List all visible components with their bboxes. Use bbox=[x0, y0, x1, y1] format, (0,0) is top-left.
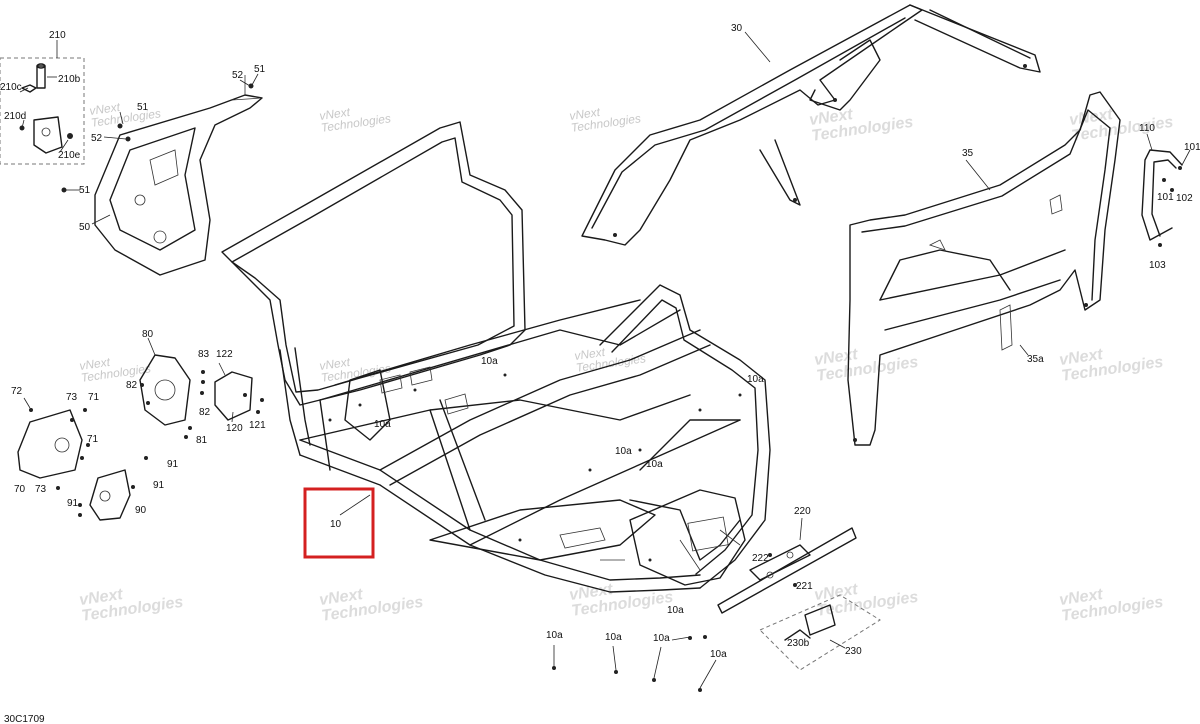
roof-part-30 bbox=[581, 4, 1041, 246]
callout-10a: 10a bbox=[747, 374, 764, 385]
callout-73: 73 bbox=[35, 484, 47, 495]
callout-210e: 210e bbox=[58, 150, 81, 161]
callout-51: 51 bbox=[254, 64, 266, 75]
callout-10a: 10a bbox=[546, 630, 563, 641]
callout-30: 30 bbox=[731, 23, 743, 34]
watermark-line1: vNext bbox=[88, 100, 121, 118]
callout-52: 52 bbox=[91, 133, 103, 144]
callout-10a: 10a bbox=[615, 446, 632, 457]
bracket-230 bbox=[759, 594, 881, 671]
grab-bar-110 bbox=[1141, 133, 1191, 247]
mount-90 bbox=[78, 456, 148, 521]
callout-120: 120 bbox=[226, 423, 243, 434]
callout-35a: 35a bbox=[1027, 354, 1044, 365]
clip-part bbox=[21, 84, 37, 93]
callout-220: 220 bbox=[794, 506, 811, 517]
callout-101: 101 bbox=[1184, 142, 1200, 153]
callout-221: 221 bbox=[796, 581, 813, 592]
watermark-line1: vNext bbox=[1068, 106, 1114, 129]
bracket-120 bbox=[200, 362, 264, 423]
callout-51: 51 bbox=[137, 102, 149, 113]
callout-91: 91 bbox=[67, 498, 79, 509]
callout-230: 230 bbox=[845, 646, 862, 657]
plate-70 bbox=[17, 397, 90, 490]
callout-73: 73 bbox=[66, 392, 78, 403]
callout-10a: 10a bbox=[646, 459, 663, 470]
callout-90: 90 bbox=[135, 505, 147, 516]
bracket-220 bbox=[717, 517, 857, 614]
callout-72: 72 bbox=[11, 386, 23, 397]
watermark-line1: vNext bbox=[568, 105, 601, 123]
mount-bracket-50 bbox=[61, 73, 263, 276]
callout-70: 70 bbox=[14, 484, 26, 495]
callout-91: 91 bbox=[167, 459, 179, 470]
detail-group-210 bbox=[0, 40, 85, 165]
bracket-part bbox=[33, 116, 63, 154]
callout-labels: 210 210b 210c 210d 210e 52 51 51 52 51 5… bbox=[0, 23, 1200, 724]
watermark-line1: vNext bbox=[813, 581, 859, 604]
callout-10a: 10a bbox=[481, 356, 498, 367]
callout-122: 122 bbox=[216, 349, 233, 360]
watermark-line1: vNext bbox=[1058, 586, 1104, 609]
callout-101: 101 bbox=[1157, 192, 1174, 203]
callout-10-highlighted: 10 bbox=[330, 519, 342, 530]
watermark-line1: vNext bbox=[78, 586, 124, 609]
watermark-line1: vNext bbox=[318, 586, 364, 609]
callout-230b: 230b bbox=[787, 638, 810, 649]
detail-box bbox=[0, 57, 85, 165]
callout-83: 83 bbox=[198, 349, 210, 360]
callout-103: 103 bbox=[1149, 260, 1166, 271]
watermark-line1: vNext bbox=[1058, 346, 1104, 369]
watermark-line1: vNext bbox=[78, 355, 111, 373]
callout-10a: 10a bbox=[710, 649, 727, 660]
callout-10a: 10a bbox=[667, 605, 684, 616]
watermark-line1: vNext bbox=[318, 355, 351, 373]
callout-210: 210 bbox=[49, 30, 66, 41]
callout-91: 91 bbox=[153, 480, 165, 491]
callout-81: 81 bbox=[196, 435, 208, 446]
bracket-80 bbox=[139, 337, 192, 439]
callout-35: 35 bbox=[962, 148, 974, 159]
watermark-line1: vNext bbox=[573, 345, 606, 363]
callout-71: 71 bbox=[87, 434, 99, 445]
callout-52: 52 bbox=[232, 70, 244, 81]
watermark-line1: vNext bbox=[568, 581, 614, 604]
callout-82: 82 bbox=[199, 407, 211, 418]
highlight-box bbox=[303, 487, 375, 559]
callout-80: 80 bbox=[142, 329, 154, 340]
rear-cage-35 bbox=[847, 91, 1121, 446]
callout-82: 82 bbox=[126, 380, 138, 391]
callout-50: 50 bbox=[79, 222, 91, 233]
callout-10a: 10a bbox=[605, 632, 622, 643]
callout-210d: 210d bbox=[4, 111, 26, 122]
loose-bolts-10a bbox=[552, 635, 717, 692]
callout-10a: 10a bbox=[374, 419, 391, 430]
callout-210b: 210b bbox=[58, 74, 81, 85]
frame-rivets bbox=[328, 373, 742, 562]
main-frame-10 bbox=[221, 121, 771, 593]
callout-51: 51 bbox=[79, 185, 91, 196]
watermark-line1: vNext bbox=[318, 105, 351, 123]
pin-part bbox=[36, 65, 46, 89]
callout-222: 222 bbox=[752, 553, 769, 564]
callout-71: 71 bbox=[88, 392, 100, 403]
callout-121: 121 bbox=[249, 420, 266, 431]
diagram-code: 30C1709 bbox=[4, 714, 45, 724]
callout-10a: 10a bbox=[653, 633, 670, 644]
callout-210c: 210c bbox=[0, 82, 22, 93]
callout-102: 102 bbox=[1176, 193, 1193, 204]
watermark-line1: vNext bbox=[808, 106, 854, 129]
callout-110: 110 bbox=[1139, 123, 1155, 134]
